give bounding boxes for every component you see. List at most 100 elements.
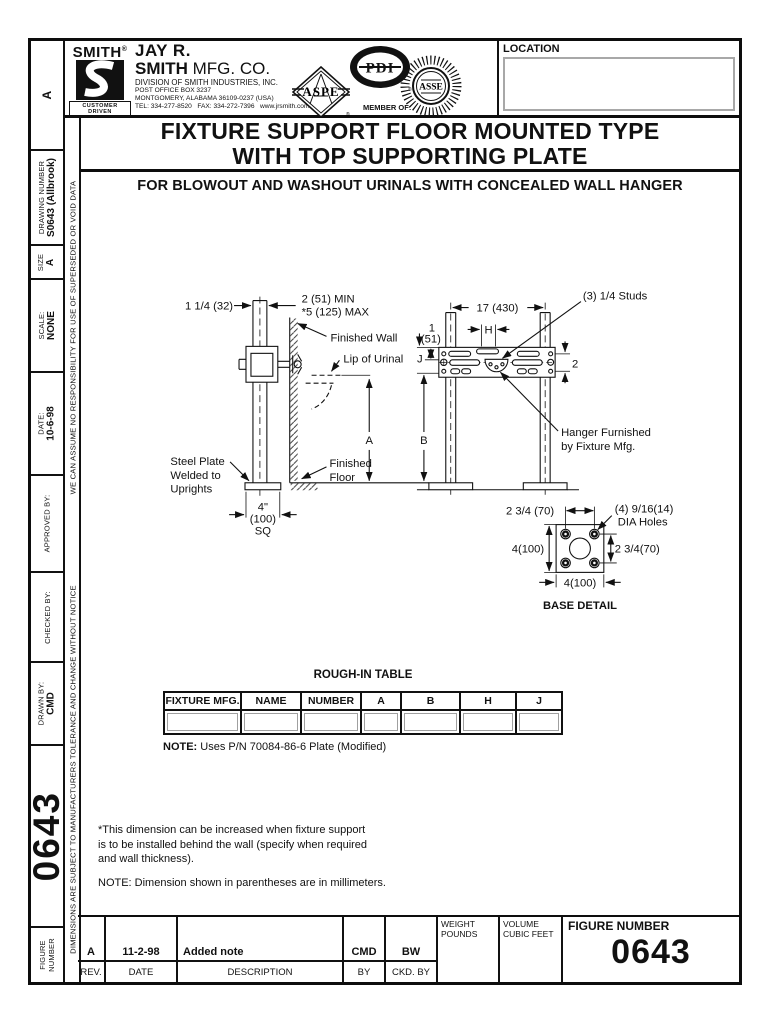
asse-logo-icon: ASSE — [400, 55, 462, 117]
dim-one-label: 1 — [429, 322, 435, 334]
studs-label: (3) 1/4 Studs — [583, 291, 648, 303]
left-elevation-diagram — [229, 296, 429, 519]
location-label: LOCATION — [503, 43, 560, 55]
division-line: DIVISION OF SMITH INDUSTRIES, INC. — [135, 78, 278, 87]
weight-box: WEIGHT POUNDS — [438, 917, 498, 982]
rough-in-note-text: Uses P/N 70084-86-6 Plate (Modified) — [197, 741, 387, 753]
dim-wall-min-label: 2 (51) MIN — [302, 294, 355, 306]
footnote-line2: is to be installed behind the wall (spec… — [98, 838, 368, 851]
rough-in-header-h: H — [461, 693, 517, 711]
aspe-registered-mark: ® — [346, 111, 350, 118]
rough-in-table: FIXTURE MFG. NAME NUMBER A B H J — [163, 691, 563, 735]
drawn-by-cell: DRAWN BY: CMD — [31, 663, 63, 746]
bd-right-label: 2 3/4(70) — [615, 543, 660, 555]
weight-label-line2: POUNDS — [441, 929, 478, 939]
scale-label: SCALE: — [36, 311, 46, 340]
revision-ckd-value: BW — [386, 917, 438, 960]
weight-label-line1: WEIGHT — [441, 919, 475, 929]
dim-b-label: B — [420, 435, 427, 447]
base-detail-diagram — [539, 506, 621, 588]
location-box: LOCATION — [497, 41, 739, 115]
member-of-label: MEMBER OF: — [363, 103, 412, 112]
figure-label-line1: FIGURE — [38, 940, 48, 970]
rough-in-header-j: J — [517, 693, 561, 711]
drawn-by-value: CMD — [45, 692, 57, 715]
size-label: SIZE — [36, 253, 46, 271]
checked-by-label: CHECKED BY: — [42, 590, 52, 644]
finished-wall-label: Finished Wall — [330, 332, 397, 344]
figure-number-label: FIGURE NUMBER — [568, 919, 670, 933]
base-sq-label: SQ — [255, 526, 271, 538]
dim-one-mm-label: (51) — [421, 333, 441, 345]
tagline-line1: CUSTOMER — [82, 103, 118, 109]
title-line1: FIXTURE SUPPORT FLOOR MOUNTED TYPE — [160, 117, 660, 144]
revision-description-label: DESCRIPTION — [178, 960, 344, 982]
date-label: DATE: — [36, 412, 46, 435]
disclaimer-strip: WE CAN ASSUME NO RESPONSIBILITY FOR USE … — [65, 118, 81, 982]
approved-by-label: APPROVED BY: — [42, 494, 52, 553]
rough-in-input-h[interactable] — [463, 713, 513, 731]
sheet-frame: A DRAWING NUMBER S0643 (Allbrook) SIZE A… — [28, 38, 742, 985]
scale-value: NONE — [45, 311, 57, 340]
dim-j-label: J — [417, 353, 423, 365]
rough-in-input-name[interactable] — [244, 713, 298, 731]
rough-in-input-number[interactable] — [304, 713, 358, 731]
registered-mark: ® — [121, 46, 128, 53]
corner-size-cell: A — [31, 41, 63, 151]
rough-in-input-b[interactable] — [404, 713, 457, 731]
title-band: FIXTURE SUPPORT FLOOR MOUNTED TYPE WITH … — [81, 118, 739, 172]
size-value: A — [45, 258, 57, 266]
bd-top-label: 2 3/4 (70) — [506, 506, 554, 518]
bd-left-label: 4(100) — [512, 543, 545, 555]
bd-bottom-label: 4(100) — [564, 577, 597, 589]
finished-floor-label-1: Finished — [329, 458, 371, 470]
dim-a-label: A — [365, 435, 373, 447]
base-width-in-label: 4" — [258, 502, 268, 514]
drawing-number-value: S0643 (Allbrook) — [45, 158, 57, 237]
rough-in-input-fixture-mfg[interactable] — [167, 713, 238, 731]
rough-in-table-title: ROUGH-IN TABLE — [313, 669, 413, 681]
date-value: 10-6-98 — [45, 406, 57, 441]
revision-date-value: 11-2-98 — [106, 917, 178, 960]
pobox-line: POST OFFICE BOX 3237 — [135, 87, 212, 95]
rough-in-header-fixture-mfg: FIXTURE MFG. — [165, 693, 242, 711]
figure-label-cell: FIGURE NUMBER — [31, 928, 63, 982]
scale-cell: SCALE: NONE — [31, 280, 63, 373]
subtitle: FOR BLOWOUT AND WASHOUT URINALS WITH CON… — [137, 178, 683, 194]
dim-post-width-label: 1 1/4 (32) — [185, 301, 233, 313]
lip-of-urinal-label: Lip of Urinal — [343, 353, 403, 365]
corner-size-label: A — [39, 90, 54, 100]
rough-in-cell — [302, 711, 362, 733]
rough-in-note-label: NOTE: — [163, 741, 198, 753]
technical-drawing: 1 1/4 (32) 2 (51) MIN *5 (125) MAX Finis… — [170, 291, 673, 613]
drawn-by-label: DRAWN BY: — [36, 681, 46, 726]
disclaimer-lower: DIMENSIONS ARE SUBJECT TO MANUFACTURERS … — [68, 585, 78, 955]
pdi-text: PDI — [366, 61, 395, 77]
footnote-line1: *This dimension can be increased when fi… — [98, 824, 366, 836]
base-detail-caption: BASE DETAIL — [543, 600, 617, 612]
rough-in-input-j[interactable] — [519, 713, 559, 731]
front-elevation-diagram — [415, 301, 582, 497]
revision-description-value: Added note — [178, 917, 344, 960]
revision-rev-label: REV. — [78, 960, 106, 982]
volume-label-line1: VOLUME — [503, 919, 539, 929]
revision-table: A 11-2-98 Added note CMD BW REV. DATE DE… — [78, 917, 438, 982]
figure-label-line2: NUMBER — [47, 938, 57, 972]
letterhead: SMITH® CUSTOMER DRIVEN JAY R. SMITH MFG.… — [65, 41, 739, 118]
rough-in-cell — [242, 711, 302, 733]
footnote-line3: and wall thickness). — [98, 853, 194, 865]
rough-in-input-a[interactable] — [364, 713, 398, 731]
dim-h-label: H — [484, 324, 492, 336]
steel-plate-label-1: Steel Plate — [170, 456, 224, 468]
volume-label-line2: CUBIC FEET — [503, 929, 554, 939]
aspe-text: ASPE — [302, 84, 339, 99]
location-input[interactable] — [503, 57, 735, 111]
rough-in-cell — [402, 711, 461, 733]
figure-number-vertical: 0643 — [28, 790, 67, 882]
checked-by-cell: CHECKED BY: — [31, 573, 63, 663]
rough-in-header-number: NUMBER — [302, 693, 362, 711]
approved-by-cell: APPROVED BY: — [31, 476, 63, 573]
city-line: MONTGOMERY, ALABAMA 36109-0237 (USA) — [135, 95, 274, 103]
finished-floor-label-2: Floor — [329, 472, 355, 484]
